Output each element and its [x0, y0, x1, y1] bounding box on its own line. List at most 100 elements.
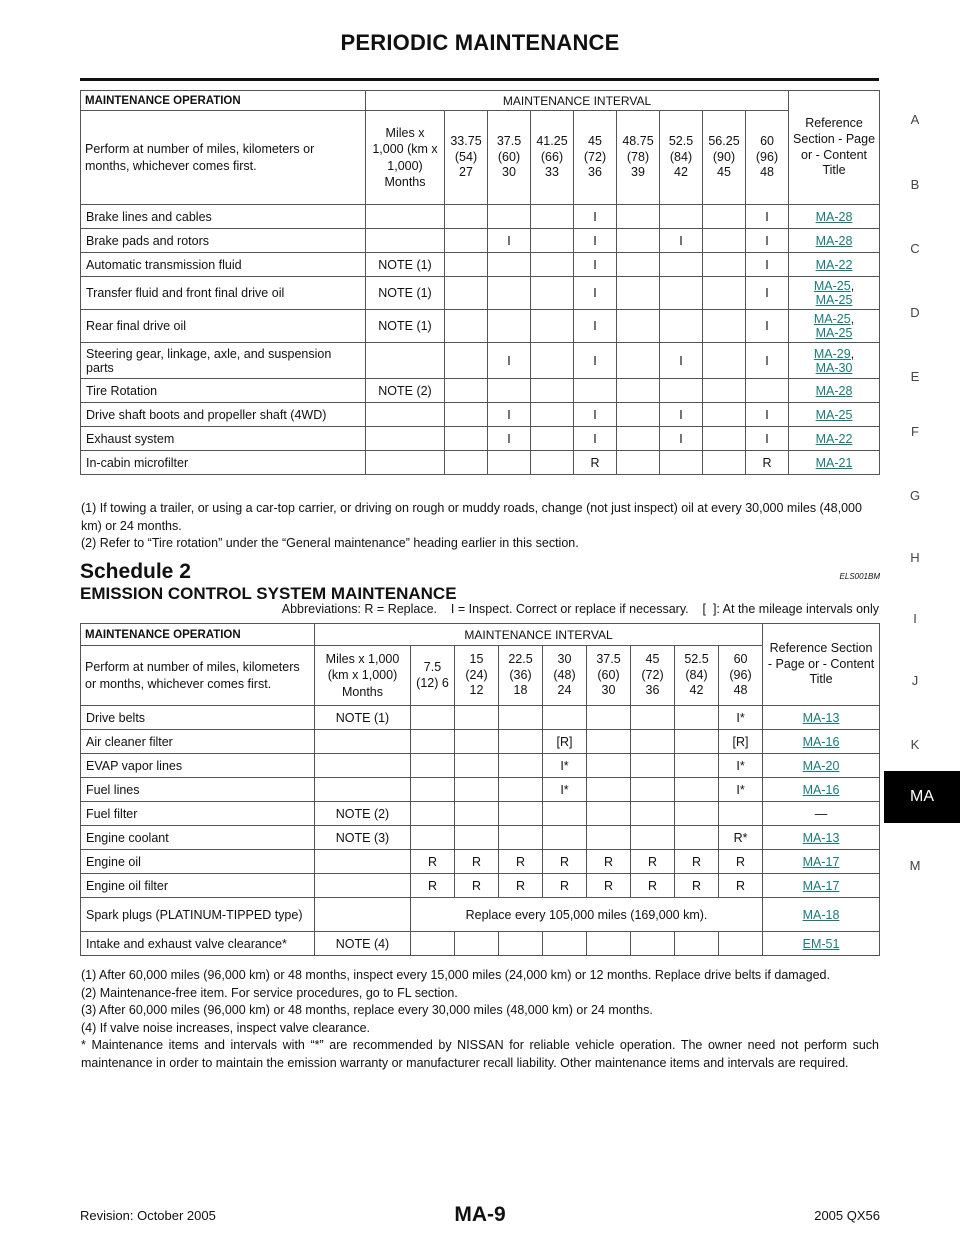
- reference-link[interactable]: MA-25: [813, 279, 851, 293]
- interval-mark: [674, 753, 719, 778]
- side-index-letter[interactable]: K: [910, 737, 920, 752]
- table-1-unit-header: Miles x 1,000 (km x 1,000) Months: [365, 110, 445, 205]
- side-index-letter[interactable]: G: [909, 488, 921, 503]
- reference-link[interactable]: MA-13: [802, 710, 840, 725]
- reference-link[interactable]: MA-25: [813, 312, 851, 326]
- side-index-letter[interactable]: C: [910, 241, 920, 256]
- interval-mark: [444, 309, 488, 343]
- operation-name: Engine oil filter: [80, 873, 315, 898]
- interval-column-header: 60 (96) 48: [744, 110, 790, 205]
- reference-link[interactable]: MA-13: [802, 830, 840, 845]
- interval-mark: [659, 450, 703, 475]
- side-index-letter[interactable]: B: [910, 177, 920, 192]
- reference-link[interactable]: MA-22: [815, 257, 853, 272]
- interval-mark: [487, 276, 531, 310]
- interval-mark: [542, 931, 587, 956]
- side-index-letter[interactable]: D: [910, 305, 920, 320]
- side-index-letter[interactable]: A: [910, 112, 920, 127]
- reference-link[interactable]: MA-28: [815, 209, 853, 224]
- interval-mark: I*: [717, 777, 764, 802]
- interval-mark: [498, 729, 543, 754]
- interval-mark: [487, 252, 531, 277]
- table-row: Transfer fluid and front final drive oil…: [80, 276, 881, 310]
- table-row: Steering gear, linkage, axle, and suspen…: [80, 342, 881, 379]
- schedule-code: ELS001BM: [839, 572, 880, 581]
- reference-link[interactable]: MA-17: [802, 854, 840, 869]
- side-index-letter[interactable]: F: [911, 424, 919, 439]
- footnote: (1) If towing a trailer, or using a car-…: [81, 501, 862, 533]
- reference-link[interactable]: MA-25: [815, 407, 853, 422]
- interval-column-header: 52.5 (84) 42: [659, 110, 703, 205]
- side-index-letter[interactable]: J: [911, 673, 919, 688]
- interval-mark: [674, 729, 719, 754]
- operation-name: Transfer fluid and front final drive oil: [80, 276, 366, 310]
- side-index-letter[interactable]: M: [909, 858, 921, 873]
- table-row: Drive shaft boots and propeller shaft (4…: [80, 402, 881, 427]
- reference-cell: MA-13: [762, 825, 881, 850]
- note-cell: [314, 897, 411, 932]
- interval-mark: I: [659, 426, 703, 451]
- reference-link[interactable]: MA-30: [815, 360, 853, 375]
- reference-link[interactable]: MA-25: [815, 326, 853, 340]
- interval-mark: R*: [717, 825, 764, 850]
- reference-link[interactable]: MA-22: [815, 431, 853, 446]
- interval-mark: [586, 801, 631, 826]
- reference-cell: MA-22: [788, 252, 881, 277]
- interval-mark: [586, 931, 631, 956]
- section-tab-ma[interactable]: MA: [884, 771, 960, 823]
- reference-link[interactable]: MA-16: [802, 734, 840, 749]
- reference-link[interactable]: MA-28: [815, 233, 853, 248]
- interval-mark: [454, 801, 499, 826]
- interval-mark: [674, 931, 719, 956]
- reference-link[interactable]: MA-20: [802, 758, 840, 773]
- reference-link[interactable]: MA-25: [815, 293, 853, 307]
- interval-mark: [586, 705, 631, 730]
- interval-mark: [744, 378, 790, 403]
- note-cell: NOTE (4): [314, 931, 411, 956]
- interval-mark: [659, 378, 703, 403]
- table-2-op-header: MAINTENANCE OPERATION: [80, 623, 315, 646]
- interval-mark: [530, 204, 574, 229]
- interval-mark: [616, 450, 660, 475]
- note-cell: [314, 849, 411, 874]
- interval-mark: R: [744, 450, 790, 475]
- interval-mark: I: [659, 342, 703, 379]
- reference-cell: MA-22: [788, 426, 881, 451]
- interval-mark: [674, 825, 719, 850]
- side-index-letter[interactable]: H: [910, 550, 920, 565]
- interval-mark: I: [573, 342, 617, 379]
- interval-mark: [702, 252, 746, 277]
- interval-mark: [717, 801, 764, 826]
- emission-section-title: EMISSION CONTROL SYSTEM MAINTENANCE: [80, 584, 457, 603]
- interval-column-header: 45 (72) 36: [573, 110, 617, 205]
- note-cell: NOTE (1): [365, 252, 445, 277]
- interval-mark: [410, 753, 455, 778]
- interval-mark: I: [487, 402, 531, 427]
- interval-mark: I*: [542, 753, 587, 778]
- interval-mark: I: [573, 204, 617, 229]
- reference-link[interactable]: MA-16: [802, 782, 840, 797]
- interval-mark: I: [744, 252, 790, 277]
- interval-mark: R: [717, 849, 764, 874]
- table-2-interval-header: MAINTENANCE INTERVAL: [313, 623, 764, 646]
- note-cell: [314, 729, 411, 754]
- reference-link[interactable]: MA-21: [815, 455, 853, 470]
- note-cell: NOTE (1): [314, 705, 411, 730]
- reference-link[interactable]: MA-29: [813, 346, 851, 361]
- reference-link[interactable]: MA-17: [802, 878, 840, 893]
- reference-link[interactable]: MA-18: [802, 907, 840, 922]
- note-cell: [365, 402, 445, 427]
- interval-mark: [530, 450, 574, 475]
- reference-link[interactable]: MA-28: [815, 383, 853, 398]
- title-rule: [80, 78, 879, 81]
- interval-mark: [444, 378, 488, 403]
- interval-mark: [674, 777, 719, 802]
- side-index-letter[interactable]: E: [910, 369, 920, 384]
- interval-mark: [530, 342, 574, 379]
- table-2-notes: (1) After 60,000 miles (96,000 km) or 48…: [81, 967, 879, 1072]
- side-index-letter[interactable]: I: [913, 611, 917, 626]
- reference-link[interactable]: EM-51: [802, 936, 840, 951]
- interval-mark: R: [454, 849, 499, 874]
